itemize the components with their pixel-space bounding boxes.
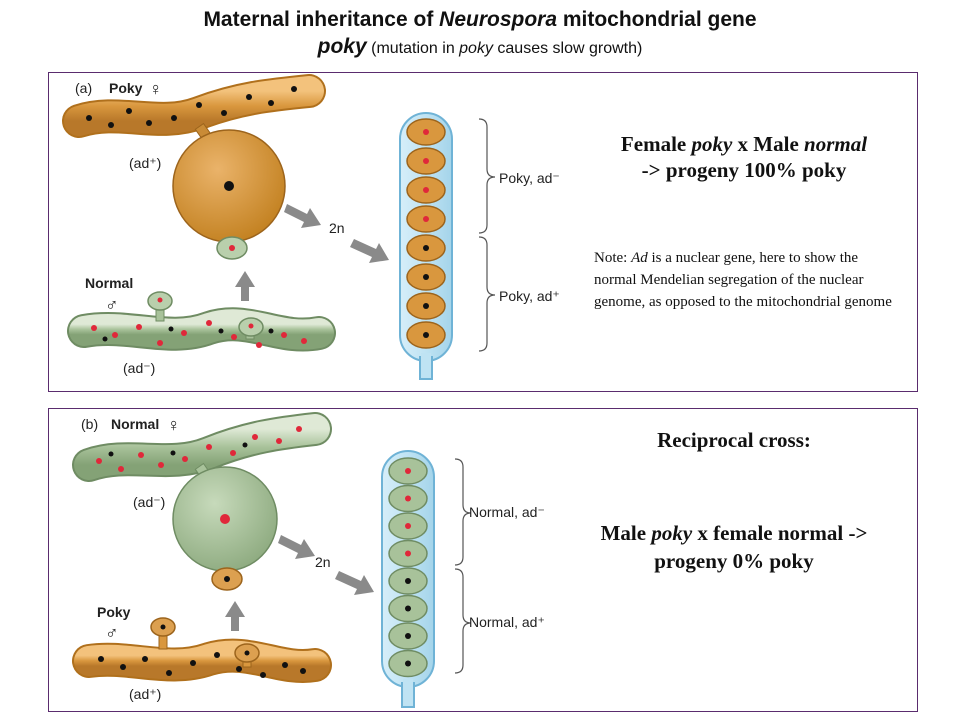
male-genotype: (ad⁺) bbox=[129, 686, 161, 702]
male-symbol: ♂ bbox=[105, 295, 119, 315]
spore-nucleus bbox=[405, 468, 411, 474]
ploidy-label: 2n bbox=[329, 220, 345, 236]
ascospores bbox=[406, 118, 446, 349]
panel-a: (a) Poky ♀ (ad⁺) 2n Normal ♂ bbox=[48, 72, 918, 392]
upper-bracket-label: Normal, ad⁻ bbox=[469, 504, 545, 520]
female-genotype: (ad⁺) bbox=[129, 155, 161, 171]
panel-b-diagram: (b) Normal ♀ (ad⁻) 2n Poky ♂ bbox=[72, 412, 545, 708]
panel-b-headline-1: Reciprocal cross: bbox=[657, 428, 811, 452]
lower-bracket bbox=[454, 568, 472, 674]
panel-a-headline: Female poky x Male normal -> progeny 100… bbox=[620, 132, 868, 182]
title-genus: Neurospora bbox=[439, 8, 558, 31]
upper-bracket-label: Poky, ad⁻ bbox=[499, 170, 560, 186]
spore-nucleus bbox=[423, 187, 429, 193]
lower-bracket-label: Poky, ad⁺ bbox=[499, 288, 560, 304]
nucleus-black bbox=[224, 181, 234, 191]
spore-nucleus bbox=[405, 660, 411, 667]
male-genotype: (ad⁻) bbox=[123, 360, 155, 376]
spore-nucleus bbox=[405, 578, 411, 584]
nucleus-black bbox=[224, 576, 230, 582]
page-title: Maternal inheritance of Neurospora mitoc… bbox=[0, 6, 960, 62]
panel-a-diagram: (a) Poky ♀ (ad⁺) 2n Normal ♂ bbox=[62, 74, 560, 380]
spore-nucleus bbox=[423, 332, 429, 338]
female-label: Normal bbox=[111, 416, 159, 432]
spore-nucleus bbox=[405, 550, 411, 557]
spore-nucleus bbox=[423, 245, 429, 251]
hypha-mito-red bbox=[91, 297, 307, 348]
upper-bracket bbox=[454, 458, 472, 566]
female-label: Poky bbox=[109, 80, 143, 96]
ascospores bbox=[388, 457, 428, 678]
title-subtitle: (mutation in bbox=[366, 40, 460, 57]
spore-nucleus bbox=[405, 633, 411, 639]
lower-bracket bbox=[478, 236, 496, 352]
male-label: Poky bbox=[97, 604, 131, 620]
female-symbol: ♀ bbox=[149, 79, 163, 99]
panel-a-tag: (a) bbox=[75, 80, 92, 96]
spore-nucleus bbox=[423, 216, 429, 222]
up-arrow bbox=[225, 601, 245, 631]
spore-nucleus bbox=[405, 605, 411, 612]
male-label: Normal bbox=[85, 275, 133, 291]
ascus-stalk-join bbox=[421, 353, 431, 361]
poky-hypha-fill bbox=[74, 640, 330, 681]
upper-bracket bbox=[478, 118, 496, 234]
spore-nucleus bbox=[423, 303, 429, 309]
spore-nucleus bbox=[423, 274, 429, 280]
arrow-to-2n bbox=[278, 535, 315, 559]
hypha-nuclei-male bbox=[102, 326, 274, 342]
up-arrow bbox=[235, 271, 255, 301]
hypha-nuclei bbox=[108, 442, 248, 457]
panel-b-headline-2: Male poky x female normal -> progeny 0% … bbox=[600, 521, 868, 573]
panel-b: (b) Normal ♀ (ad⁻) 2n Poky ♂ bbox=[48, 408, 918, 712]
arrow-to-ascus bbox=[350, 239, 389, 263]
spore-nucleus bbox=[423, 158, 429, 164]
nucleus-red bbox=[229, 245, 235, 251]
male-symbol: ♂ bbox=[105, 623, 119, 643]
title-gene: poky bbox=[317, 35, 367, 58]
normal-hypha-fill bbox=[74, 414, 330, 480]
female-genotype: (ad⁻) bbox=[133, 494, 165, 510]
panel-b-tag: (b) bbox=[81, 416, 98, 432]
ascus-stalk-join bbox=[403, 679, 413, 687]
spore-nucleus bbox=[405, 523, 411, 529]
spore-nucleus bbox=[423, 129, 429, 135]
ploidy-label: 2n bbox=[315, 554, 331, 570]
title-subtitle-gene: poky bbox=[459, 40, 493, 57]
hypha-nuclei bbox=[86, 86, 297, 128]
title-text: Maternal inheritance of bbox=[203, 8, 440, 31]
arrow-to-2n bbox=[284, 204, 321, 228]
female-symbol: ♀ bbox=[167, 415, 181, 435]
arrow-to-ascus bbox=[335, 571, 374, 595]
poky-hypha-fill bbox=[64, 76, 324, 136]
hypha-mito-red bbox=[96, 426, 302, 472]
nucleus-red bbox=[220, 514, 230, 524]
spore-nucleus bbox=[405, 495, 411, 502]
lower-bracket-label: Normal, ad⁺ bbox=[469, 614, 545, 630]
title-subtitle-2: causes slow growth) bbox=[492, 40, 643, 57]
panel-a-note: Note: Ad is a nuclear gene, here to show… bbox=[594, 250, 892, 310]
hypha-nuclei-male bbox=[98, 624, 306, 678]
title-text-2: mitochondrial gene bbox=[557, 8, 757, 31]
